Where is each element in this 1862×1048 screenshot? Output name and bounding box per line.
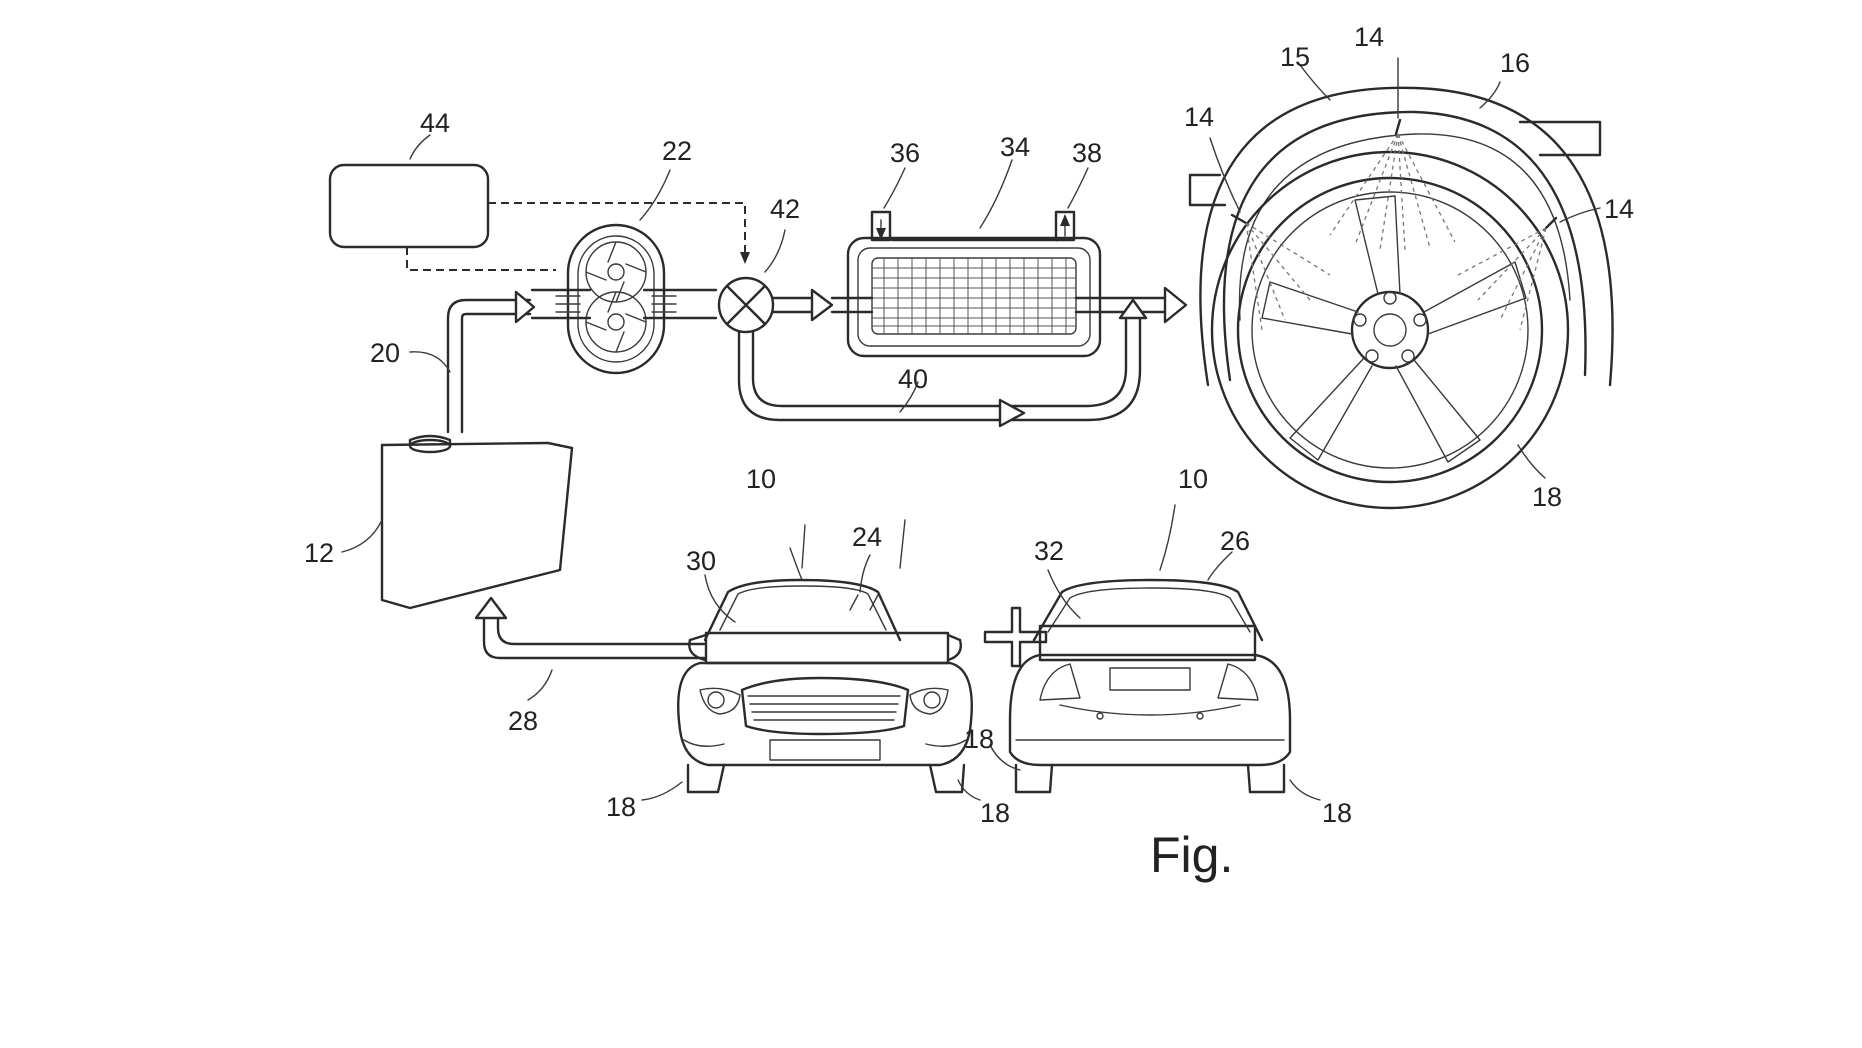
label-36: 36 [890,138,920,168]
label-14-left: 14 [1184,102,1214,132]
water-tank-12 [341,434,574,610]
plus-sign [983,606,1048,668]
wheel-assembly [1188,57,1614,510]
label-18-front-left: 18 [606,792,636,822]
front-washer-30 [704,574,736,623]
wheel-18 [1210,150,1570,510]
label-18-front-right: 18 [980,798,1010,828]
label-28: 28 [508,706,538,736]
label-44: 44 [420,108,450,138]
windscreen-24 [849,554,879,611]
label-26: 26 [1220,526,1250,556]
control-signal-lines [406,202,750,271]
supply-line-20 [409,290,536,434]
wheel-arch-15-16 [1199,64,1614,387]
pump-22 [530,169,718,375]
outlet-38 [1054,167,1089,242]
vehicle-front-view-10 [677,519,973,794]
rear-washer-32 [1047,569,1081,619]
label-14-top: 14 [1354,22,1384,52]
return-line-28 [474,596,706,701]
label-20: 20 [370,338,400,368]
label-30: 30 [686,546,716,576]
bypass-line-40 [737,298,1148,428]
label-24: 24 [852,522,882,552]
label-18-wheel: 18 [1532,482,1562,512]
label-40: 40 [898,364,928,394]
label-16: 16 [1500,48,1530,78]
tyre-leaders-18 [641,744,1321,801]
spray-nozzles-14 [1209,57,1601,331]
label-18-rear-right: 18 [1322,798,1352,828]
label-34: 34 [1000,132,1030,162]
label-32: 32 [1034,536,1064,566]
label-10-front: 10 [746,464,776,494]
line-to-heat-exchanger [771,288,834,322]
label-18-rear-left: 18 [964,724,994,754]
label-10-rear: 10 [1178,464,1208,494]
heat-exchanger-34 [830,159,1188,358]
valve-42 [717,229,786,334]
label-38: 38 [1072,138,1102,168]
control-unit-44 [328,134,490,249]
figure-caption: Fig. [1150,827,1233,883]
label-22: 22 [662,136,692,166]
label-42: 42 [770,194,800,224]
vehicle-rear-view-10 [1008,504,1292,794]
label-12: 12 [304,538,334,568]
inlet-36 [870,167,906,242]
wheel-spokes [1261,195,1527,463]
label-15: 15 [1280,42,1310,72]
label-14-right: 14 [1604,194,1634,224]
rear-window-26 [1207,551,1233,581]
heat-exchanger-grid [872,258,1076,334]
